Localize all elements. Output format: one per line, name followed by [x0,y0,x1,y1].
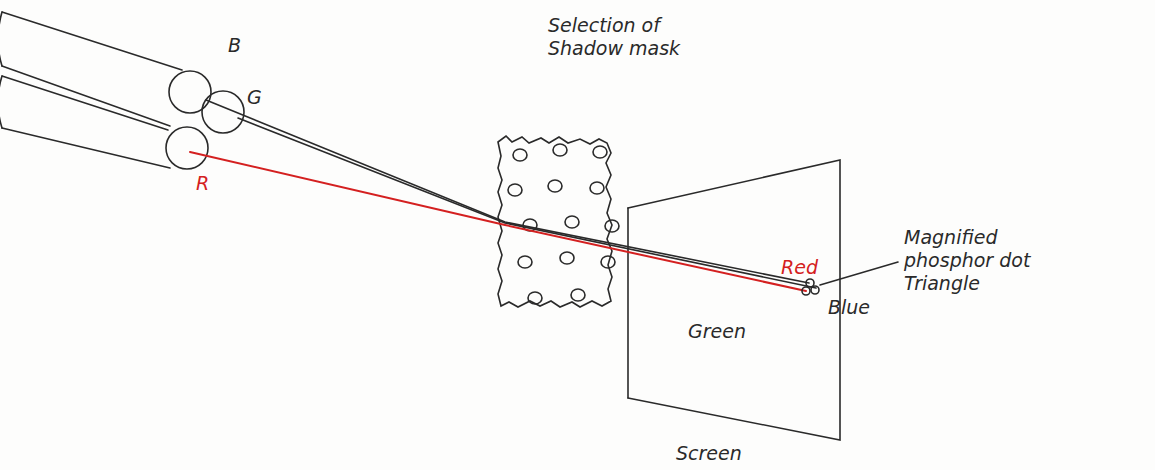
gun-label: R [196,172,209,195]
mask-hole [553,144,567,156]
mask-holes [508,144,619,304]
mask-hole [518,256,532,268]
leader-line [820,262,898,285]
mask-hole [571,289,585,301]
mask-hole [548,180,562,192]
blue-beam [206,100,809,283]
screen-outline [627,208,629,398]
phosphor-dot [806,279,814,287]
mask-hole [590,182,604,194]
screen-label: Screen [676,442,742,465]
gun-tube [2,12,182,126]
gun-label: B [228,34,241,57]
gun-tube [2,76,170,168]
phosphor-dot [802,287,810,295]
mask-hole [560,252,574,264]
mask-hole [513,149,527,161]
mask-hole [508,184,522,196]
dot-label: Blue [828,296,870,319]
blue-gun [169,71,211,113]
gun-label: G [247,86,262,109]
mask-hole [528,292,542,304]
mask-hole [565,216,579,228]
callout-label: Magnified phosphor dot Triangle [904,226,1034,294]
mask-hole [601,256,615,268]
mask-hole [605,220,619,232]
gun-tube-end [0,12,2,128]
dot-label: Red [781,256,818,279]
red-gun [166,127,208,169]
green-beam [238,118,816,288]
mask-heading: Selection of Shadow mask [548,14,698,60]
dot-label: Green [688,320,746,343]
shadow-mask [498,136,612,307]
screen-outline [628,160,840,440]
mask-hole [593,146,607,158]
red-beam [190,152,806,291]
green-gun [202,91,244,133]
